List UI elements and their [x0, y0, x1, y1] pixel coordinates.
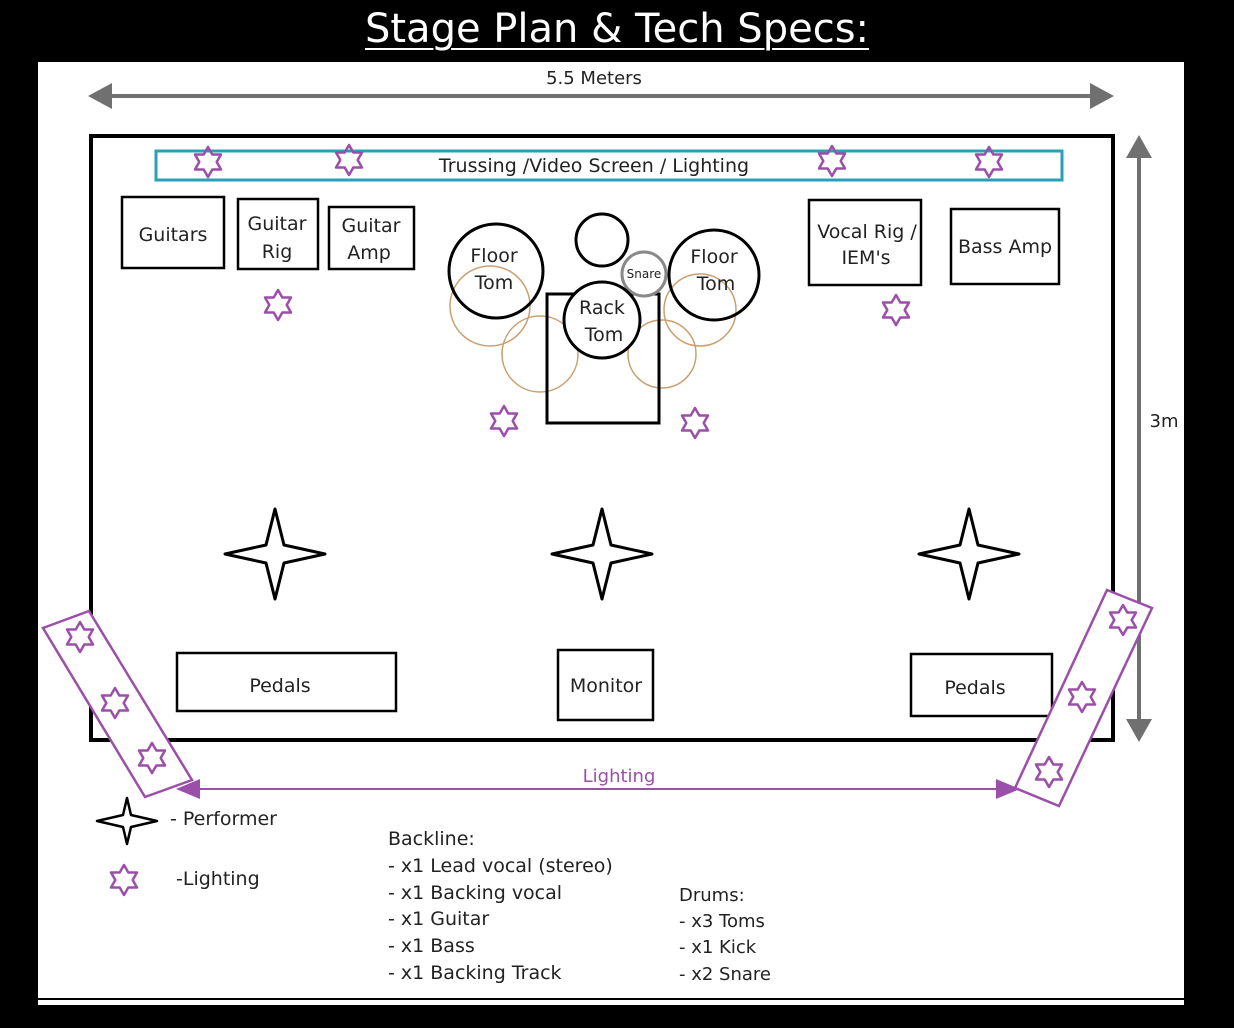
bass-amp-box [949, 207, 1061, 286]
legend-lighting-label: -Lighting [176, 868, 260, 890]
guitar-rig-box [236, 197, 320, 271]
snare [620, 250, 668, 298]
monitor-box [556, 648, 655, 722]
rack-tom [562, 280, 642, 360]
guitars-box [120, 195, 226, 270]
rack-tom-label-line2: Tom [584, 324, 624, 346]
guitar-amp-box [327, 205, 416, 271]
performer-icon [223, 507, 327, 601]
stage-depth-label: 3m [1150, 411, 1179, 432]
stage-width-label: 5.5 Meters [546, 68, 642, 89]
performer-icon [550, 507, 654, 601]
floor-tom-left-label-line2: Tom [474, 272, 514, 294]
guitar-amp-label-line1: Guitar [342, 215, 401, 237]
cymbal [574, 212, 630, 268]
floor-tom-left-label-line1: Floor [470, 245, 517, 267]
stage-light-icon [263, 288, 293, 322]
guitars-label: Guitars [139, 224, 208, 246]
backline-item: - x1 Guitar [388, 908, 489, 930]
rack-tom-label-line1: Rack [579, 297, 625, 319]
vocal-rig-box [807, 198, 923, 287]
legend-performer-icon [95, 796, 159, 846]
vocal-rig-label-line1: Vocal Rig / [817, 221, 917, 243]
pedals-left-label: Pedals [249, 675, 310, 697]
page-title: Stage Plan & Tech Specs: [364, 6, 870, 52]
vocal-rig-label-line2: IEM's [841, 247, 890, 269]
stage-light-icon [489, 404, 519, 438]
backline-item: - x1 Bass [388, 935, 475, 957]
guitar-rig-label-line2: Rig [262, 241, 293, 263]
drums-item: - x2 Snare [679, 964, 771, 985]
pedals-right-label: Pedals [944, 677, 1005, 699]
drums-item: - x3 Toms [679, 911, 765, 932]
stage-width-arrow [88, 83, 1114, 109]
floor-tom-right [667, 228, 761, 322]
lighting-bar-left [41, 609, 194, 799]
drums-heading: Drums: [679, 885, 745, 906]
backline-item: - x1 Backing Track [388, 962, 562, 984]
floor-tom-right-label-line1: Floor [690, 246, 737, 268]
drum-hardware [449, 265, 737, 393]
pedals-left-box [175, 651, 398, 713]
divider [38, 1000, 1184, 1005]
bass-amp-label: Bass Amp [958, 236, 1052, 258]
drums-item: - x1 Kick [679, 937, 757, 958]
backline-heading: Backline: [388, 828, 475, 850]
pedals-right-box [909, 652, 1054, 718]
lighting-range-label: Lighting [583, 766, 656, 787]
stage-light-icon [881, 293, 911, 327]
lighting-bar-right [1013, 588, 1154, 808]
floor-tom-left [447, 222, 545, 320]
truss-label: Trussing /Video Screen / Lighting [438, 155, 749, 177]
performer-icon [917, 507, 1021, 601]
backline-item: - x1 Backing vocal [388, 882, 562, 904]
lighting-range-arrow [176, 779, 1020, 799]
legend-lighting-icon [109, 863, 139, 897]
snare-label: Snare [627, 267, 662, 281]
stage-outline [89, 134, 1115, 742]
floor-tom-right-label-line2: Tom [696, 273, 736, 295]
monitor-label: Monitor [570, 675, 642, 697]
backline-item: - x1 Lead vocal (stereo) [388, 855, 613, 877]
truss-bar [154, 149, 1064, 182]
guitar-amp-label-line2: Amp [347, 242, 391, 264]
stage-light-icon [680, 406, 710, 440]
legend-performer-label: - Performer [170, 808, 277, 830]
guitar-rig-label-line1: Guitar [248, 213, 307, 235]
